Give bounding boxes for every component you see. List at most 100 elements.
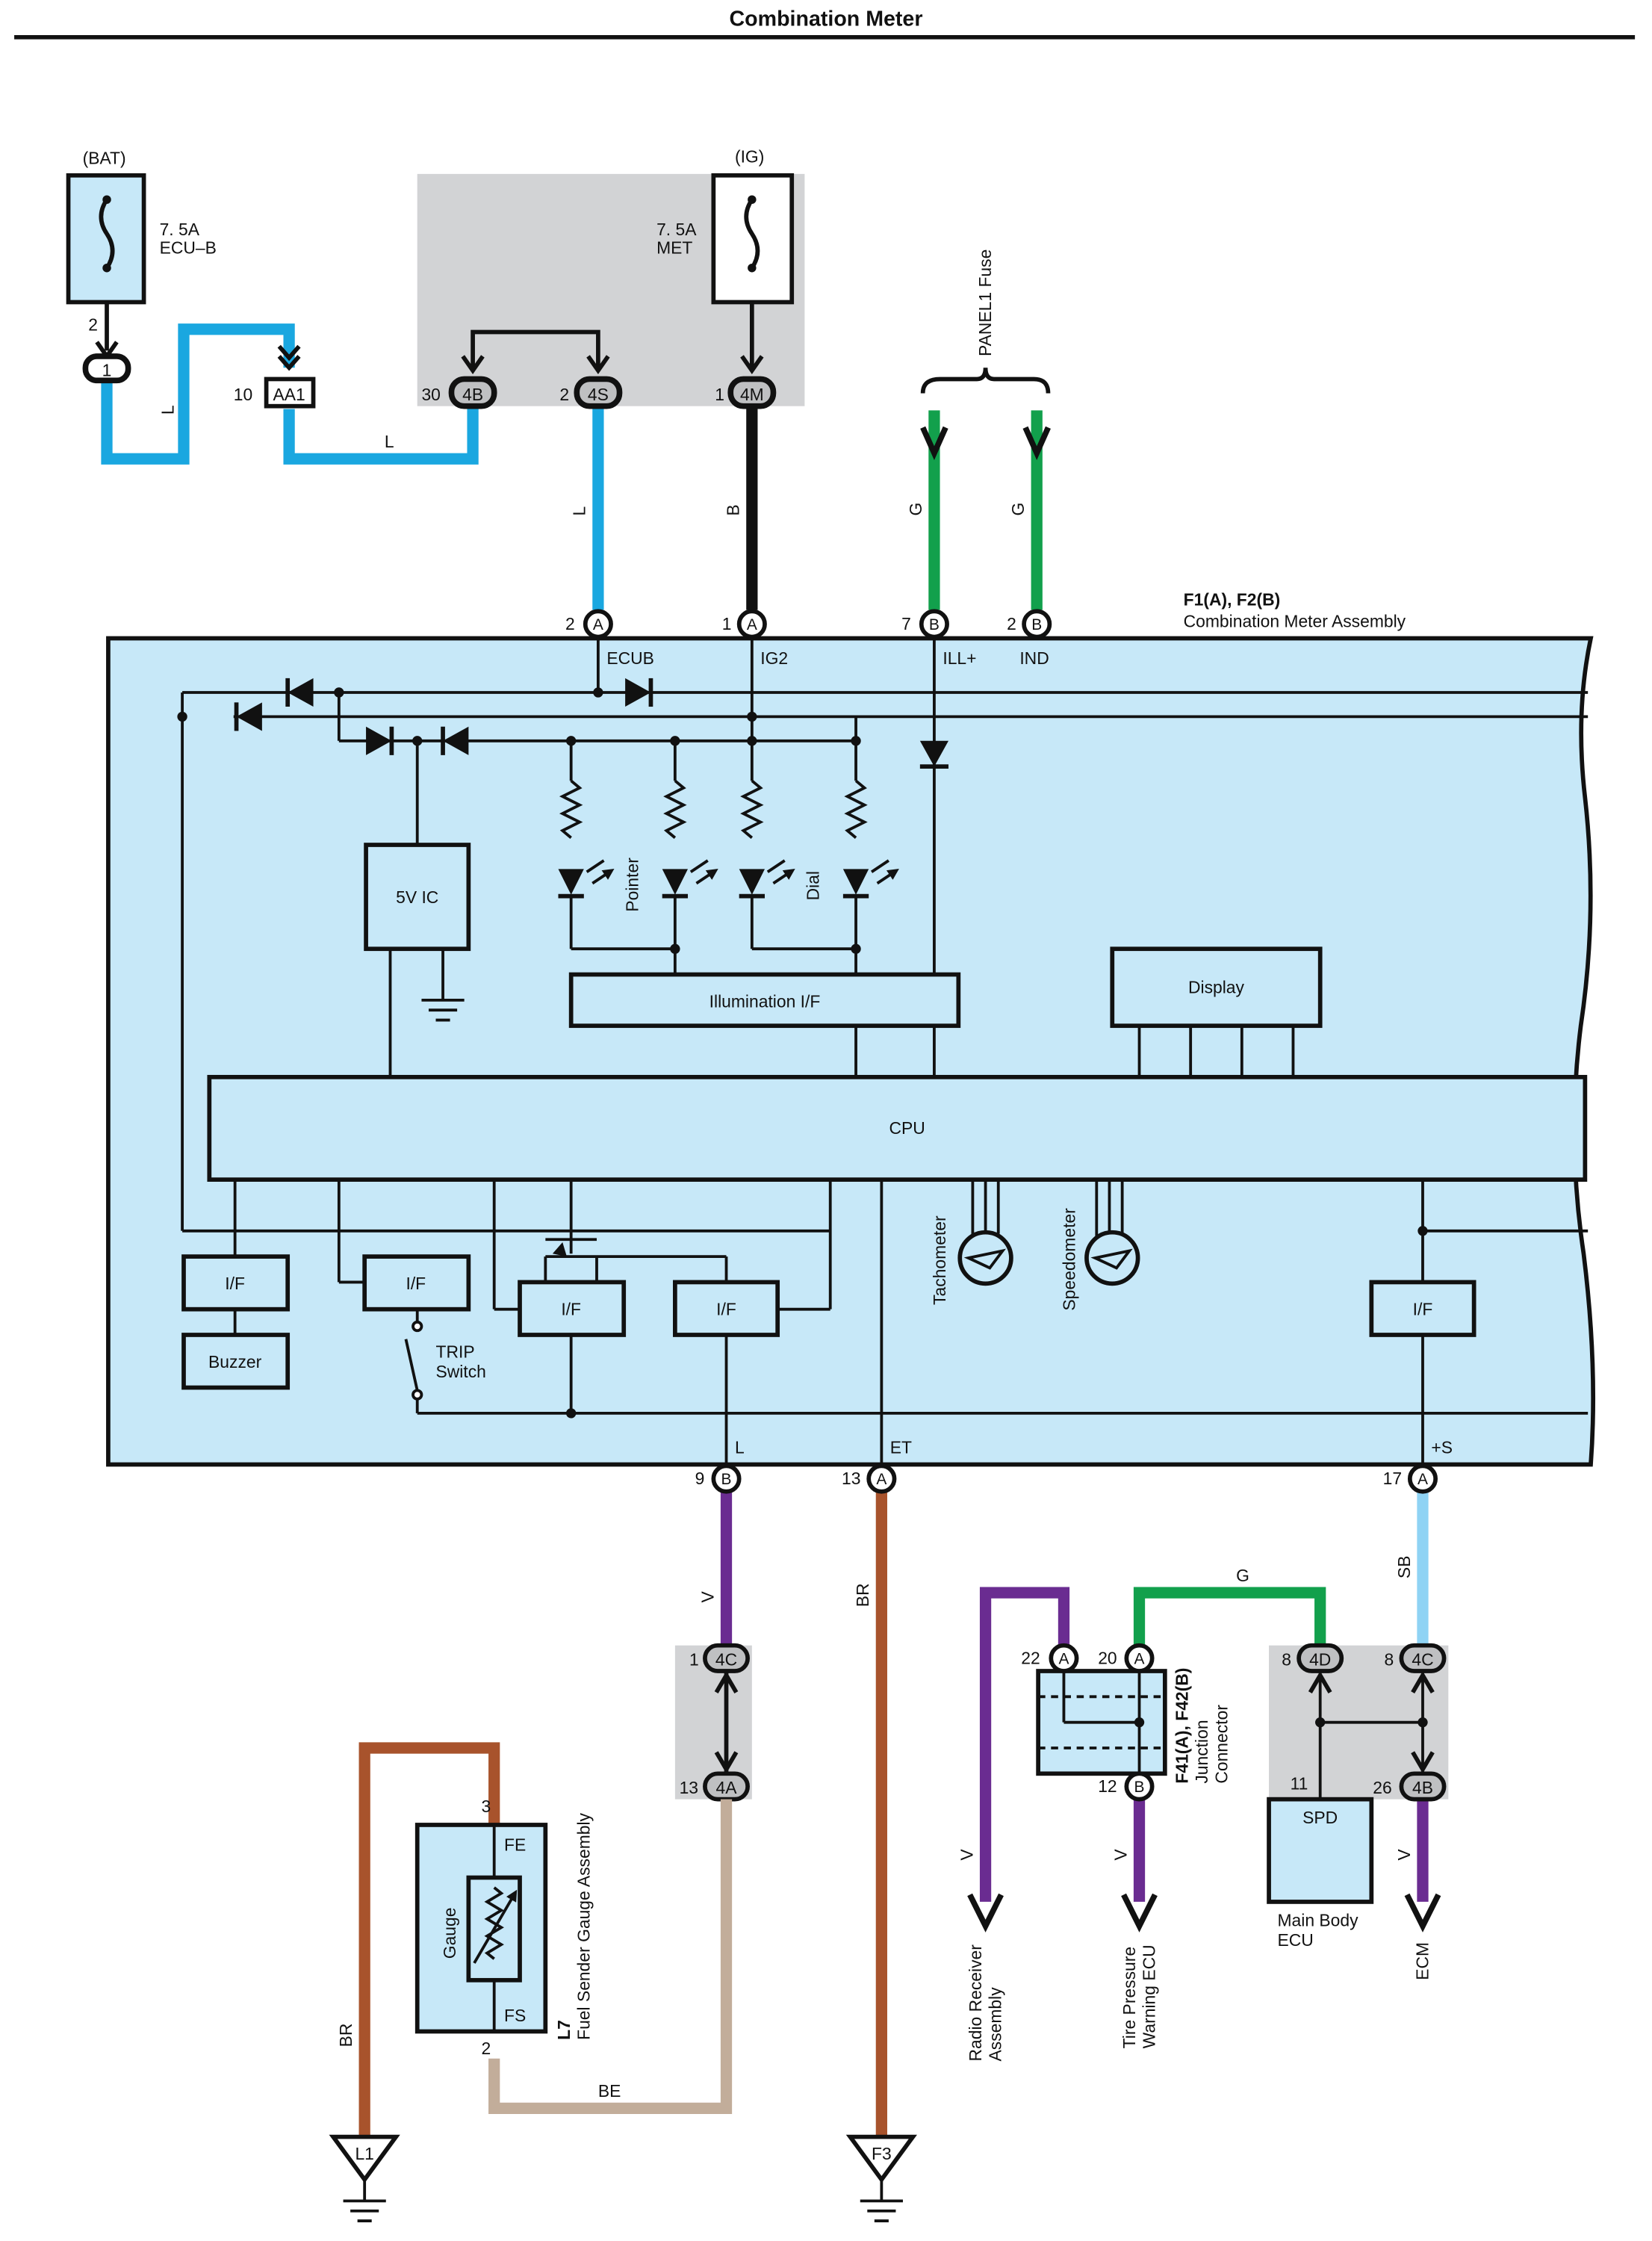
wire-v-radio <box>979 1587 1070 1902</box>
svg-text:22: 22 <box>1021 1648 1040 1667</box>
transistor-icon <box>545 1238 597 1254</box>
svg-text:I/F: I/F <box>561 1299 581 1318</box>
resistor-icon <box>740 779 764 839</box>
display-block <box>1110 946 1323 1029</box>
junction-connector: F41(A), F42(B) Junction Connector <box>1036 1668 1232 1784</box>
svg-text:4S: 4S <box>588 385 609 404</box>
svg-text:9: 9 <box>695 1469 705 1488</box>
svg-text:1: 1 <box>715 385 724 404</box>
wire-br-sender <box>358 1742 500 2137</box>
wire-label: G <box>1236 1566 1249 1585</box>
wire-label: BR <box>336 2024 355 2048</box>
svg-text:IG2: IG2 <box>760 648 788 668</box>
connector-aa1: AA1 10 <box>234 376 316 409</box>
connector-1: 1 2 <box>82 315 131 384</box>
svg-text:2: 2 <box>88 315 98 335</box>
svg-text:Switch: Switch <box>436 1362 486 1381</box>
gauge-icon <box>957 1230 1013 1286</box>
met-fuse: (IG) 7. 5A MET <box>656 147 795 305</box>
chevron-up-icon <box>1308 1671 1332 1694</box>
svg-text:I/F: I/F <box>1413 1299 1433 1318</box>
connector-4s: 4S 2 <box>559 376 623 409</box>
chevron-down-icon <box>277 344 301 371</box>
diode-icon <box>919 740 948 769</box>
svg-text:3: 3 <box>482 1797 491 1816</box>
wire-label: G <box>906 503 925 516</box>
svg-text:10: 10 <box>234 385 252 404</box>
svg-text:1: 1 <box>689 1649 699 1669</box>
fuse-icon <box>744 198 760 270</box>
page-title: Combination Meter <box>730 7 923 31</box>
svg-text:I/F: I/F <box>225 1274 245 1293</box>
wire-label: L <box>570 506 589 516</box>
svg-text:I/F: I/F <box>716 1299 736 1318</box>
svg-text:Tachometer: Tachometer <box>930 1215 949 1305</box>
connector-4c-right: 4C 8 <box>1385 1643 1447 1673</box>
ecm-label: ECM <box>1413 1942 1432 1980</box>
trip-switch: TRIP Switch <box>404 1320 486 1401</box>
svg-text:ECUB: ECUB <box>606 648 654 668</box>
meter-assembly-panel <box>106 636 1596 1467</box>
5v-ic-label: 5V IC <box>396 887 438 907</box>
svg-text:1: 1 <box>102 361 112 380</box>
wire-label: B <box>724 504 743 515</box>
svg-text:A: A <box>1417 1471 1428 1488</box>
pin-ind: B 2 IND <box>1007 609 1052 668</box>
svg-text:13: 13 <box>680 1778 698 1797</box>
chevron-down-icon <box>740 355 764 375</box>
fuse-icon <box>99 198 115 270</box>
wire-label: L <box>158 405 178 415</box>
diode-icon <box>285 678 314 707</box>
svg-text:20: 20 <box>1098 1648 1117 1667</box>
svg-text:8: 8 <box>1282 1649 1291 1669</box>
chevron-up-icon <box>714 1671 739 1694</box>
connector-4d: 4D 8 <box>1282 1643 1344 1673</box>
connector-4c: 4C 1 <box>689 1643 750 1673</box>
connector-4a: 4A 13 <box>680 1771 750 1802</box>
svg-text:F41(A), F42(B): F41(A), F42(B) <box>1172 1668 1191 1784</box>
svg-text:B: B <box>721 1471 732 1488</box>
svg-text:2: 2 <box>565 614 575 633</box>
wire-label: V <box>1394 1849 1414 1861</box>
svg-text:FS: FS <box>504 2006 526 2025</box>
pin-et: A 13 <box>842 1463 897 1494</box>
svg-text:L7: L7 <box>554 2020 574 2040</box>
svg-text:2: 2 <box>559 385 569 404</box>
svg-text:2: 2 <box>482 2039 491 2058</box>
svg-text:1: 1 <box>722 614 732 633</box>
ig-label: (IG) <box>735 147 764 167</box>
illumination-if <box>568 972 961 1029</box>
cpu-block <box>207 1074 1588 1182</box>
pin-j22: A 22 <box>1021 1643 1079 1673</box>
svg-text:ILL+: ILL+ <box>943 648 976 668</box>
diode-icon <box>366 726 394 755</box>
svg-text:F3: F3 <box>872 2144 892 2163</box>
pin-label: +S <box>1431 1437 1453 1457</box>
wire-be <box>488 1799 733 2115</box>
if-buzzer: I/F <box>181 1254 291 1312</box>
led-icon <box>558 869 584 895</box>
illumination-if-label: Illumination I/F <box>709 991 821 1011</box>
svg-text:4C: 4C <box>1412 1649 1433 1669</box>
wire-g-junction <box>1133 1587 1326 1646</box>
if-trip: I/F <box>362 1254 471 1312</box>
svg-text:TRIP: TRIP <box>436 1342 475 1361</box>
pointer-label: Pointer <box>622 858 642 912</box>
pin-s: A 17 <box>1383 1463 1438 1494</box>
connector-4b-right: 4B 26 <box>1373 1771 1447 1802</box>
main-body-ecu: SPD Main Body ECU <box>1267 1797 1374 1950</box>
svg-text:SPD: SPD <box>1302 1808 1338 1827</box>
ground-icon <box>421 998 465 1022</box>
cpu-label: CPU <box>889 1118 925 1138</box>
ground-f3: F3 <box>845 2134 917 2222</box>
ground-l1: L1 <box>329 2134 400 2222</box>
svg-text:4D: 4D <box>1309 1649 1331 1669</box>
led-icon <box>842 869 869 895</box>
svg-text:7: 7 <box>901 614 911 633</box>
svg-text:13: 13 <box>842 1469 860 1488</box>
svg-text:B: B <box>1134 1779 1145 1796</box>
ground-icon <box>860 2199 903 2222</box>
pin-l: B 9 <box>695 1463 742 1494</box>
gauge-icon <box>1084 1230 1140 1286</box>
meter-id: F1(A), F2(B) <box>1184 590 1281 610</box>
